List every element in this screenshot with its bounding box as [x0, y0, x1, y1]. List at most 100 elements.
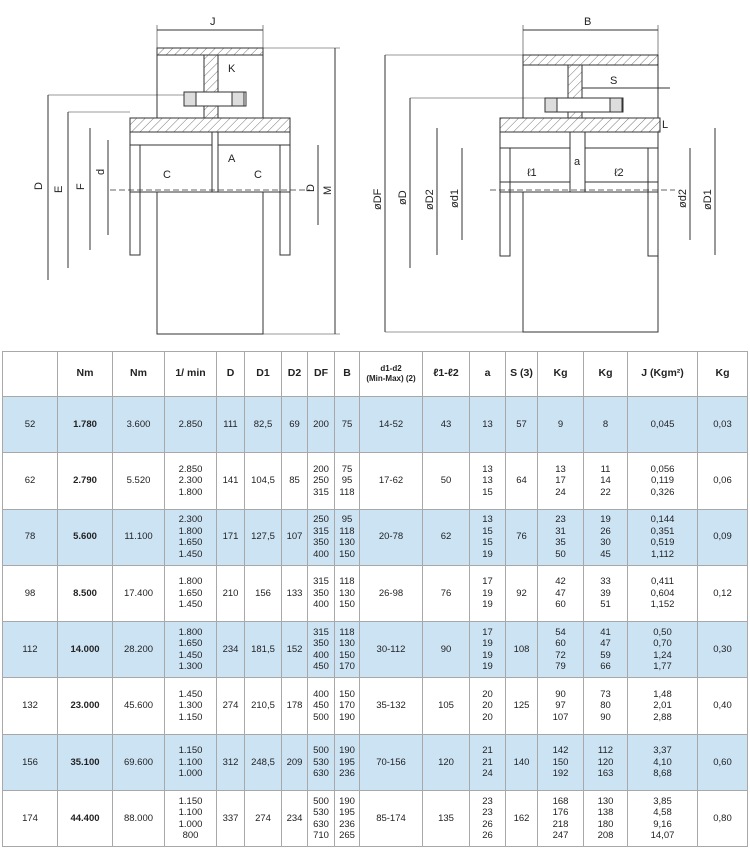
header-cell: D: [216, 351, 245, 397]
table-cell: 1,48 2,01 2,88: [627, 677, 698, 735]
label-s: S: [610, 75, 617, 87]
header-cell: Nm: [112, 351, 165, 397]
header-cell: Kg: [583, 351, 628, 397]
table-cell: 104,5: [244, 452, 282, 510]
label-d-outer: D: [33, 182, 45, 190]
table-cell: 21 21 24: [469, 733, 506, 792]
header-cell: S (3): [505, 351, 538, 397]
header-cell: D2: [281, 351, 308, 397]
table-cell: 13 13 15: [469, 452, 506, 510]
table-cell: 1.150 1.100 1.000: [164, 733, 217, 792]
table-cell: 78: [2, 508, 58, 566]
table-cell: 274: [244, 790, 282, 848]
table-cell: 35-132: [359, 677, 423, 735]
table-cell: 8: [583, 395, 628, 454]
table-cell: 0,80: [697, 790, 748, 848]
table-cell: 112 120 163: [583, 733, 628, 792]
table-cell: 90 97 107: [537, 677, 584, 735]
table-cell: 75 95 118: [334, 452, 360, 510]
table-cell: 2.850: [164, 395, 217, 454]
label-odf: øDF: [372, 188, 384, 210]
table-cell: 26-98: [359, 564, 423, 623]
label-l: L: [662, 119, 668, 131]
header-cell: DF: [307, 351, 335, 397]
table-cell: 75: [334, 395, 360, 454]
table-cell: 95 118 130 150: [334, 508, 360, 566]
table-cell: 13: [469, 395, 506, 454]
table-cell: 13 15 15 19: [469, 508, 506, 566]
table-cell: 76: [422, 564, 470, 623]
table-cell: 76: [505, 508, 538, 566]
label-m: M: [322, 186, 334, 195]
table-cell: 11.100: [112, 508, 165, 566]
table-cell: 0,09: [697, 508, 748, 566]
header-cell: a: [469, 351, 506, 397]
table-cell: 150 170 190: [334, 677, 360, 735]
table-cell: 23 23 26 26: [469, 790, 506, 848]
table-cell: 43: [422, 395, 470, 454]
right-drawing-labels: B S L ℓ1 ℓ2 a øDF øD øD2 ød1 ød2 øD1: [372, 16, 714, 210]
label-od1-left: ød1: [449, 189, 461, 208]
table-cell: 0,60: [697, 733, 748, 792]
table-cell: 0,30: [697, 621, 748, 679]
table-cell: 0,045: [627, 395, 698, 454]
table-cell: 141: [216, 452, 245, 510]
table-cell: 54 60 72 79: [537, 621, 584, 679]
table-cell: 92: [505, 564, 538, 623]
table-cell: 33 39 51: [583, 564, 628, 623]
table-cell: 162: [505, 790, 538, 848]
table-cell: 210,5: [244, 677, 282, 735]
table-cell: 35.100: [57, 733, 113, 792]
table-cell: 140: [505, 733, 538, 792]
table-cell: 50: [422, 452, 470, 510]
left-coupling-drawing: [47, 25, 340, 335]
table-cell: 20-78: [359, 508, 423, 566]
table-cell: 28.200: [112, 621, 165, 679]
label-f: F: [75, 183, 87, 190]
table-cell: 0,12: [697, 564, 748, 623]
table-cell: 45.600: [112, 677, 165, 735]
table-cell: 90: [422, 621, 470, 679]
table-cell: 152: [281, 621, 308, 679]
table-cell: 400 450 500: [307, 677, 335, 735]
table-cell: 111: [216, 395, 245, 454]
table-cell: 13 17 24: [537, 452, 584, 510]
header-cell: 1/ min: [164, 351, 217, 397]
table-cell: 73 80 90: [583, 677, 628, 735]
table-cell: 0,056 0,119 0,326: [627, 452, 698, 510]
table-cell: 2.300 1.800 1.650 1.450: [164, 508, 217, 566]
label-d-right: D: [305, 184, 317, 192]
table-cell: 315 350 400: [307, 564, 335, 623]
header-cell: D1: [244, 351, 282, 397]
table-cell: 1.780: [57, 395, 113, 454]
table-cell: 108: [505, 621, 538, 679]
table-cell: 5.600: [57, 508, 113, 566]
table-cell: 133: [281, 564, 308, 623]
table-cell: 17 19 19 19: [469, 621, 506, 679]
label-od2-left: øD2: [424, 189, 436, 210]
table-cell: 14-52: [359, 395, 423, 454]
label-l1: ℓ1: [527, 167, 537, 179]
table-cell: 1.450 1.300 1.150: [164, 677, 217, 735]
table-cell: 168 176 218 247: [537, 790, 584, 848]
table-cell: 209: [281, 733, 308, 792]
table-cell: 17-62: [359, 452, 423, 510]
table-cell: 8.500: [57, 564, 113, 623]
table-cell: 85: [281, 452, 308, 510]
table-cell: 118 130 150: [334, 564, 360, 623]
table-cell: 23.000: [57, 677, 113, 735]
table-header-row: Nm Nm 1/ min D D1 D2 DF B d1-d2 (Min-Max…: [2, 351, 748, 397]
table-cell: 2.850 2.300 1.800: [164, 452, 217, 510]
table-cell: 112: [2, 621, 58, 679]
table-cell: 337: [216, 790, 245, 848]
table-cell: 200 250 315: [307, 452, 335, 510]
table-cell: 69: [281, 395, 308, 454]
spec-table: Nm Nm 1/ min D D1 D2 DF B d1-d2 (Min-Max…: [2, 351, 748, 848]
table-cell: 88.000: [112, 790, 165, 848]
table-cell: 23 31 35 50: [537, 508, 584, 566]
table-cell: 125: [505, 677, 538, 735]
